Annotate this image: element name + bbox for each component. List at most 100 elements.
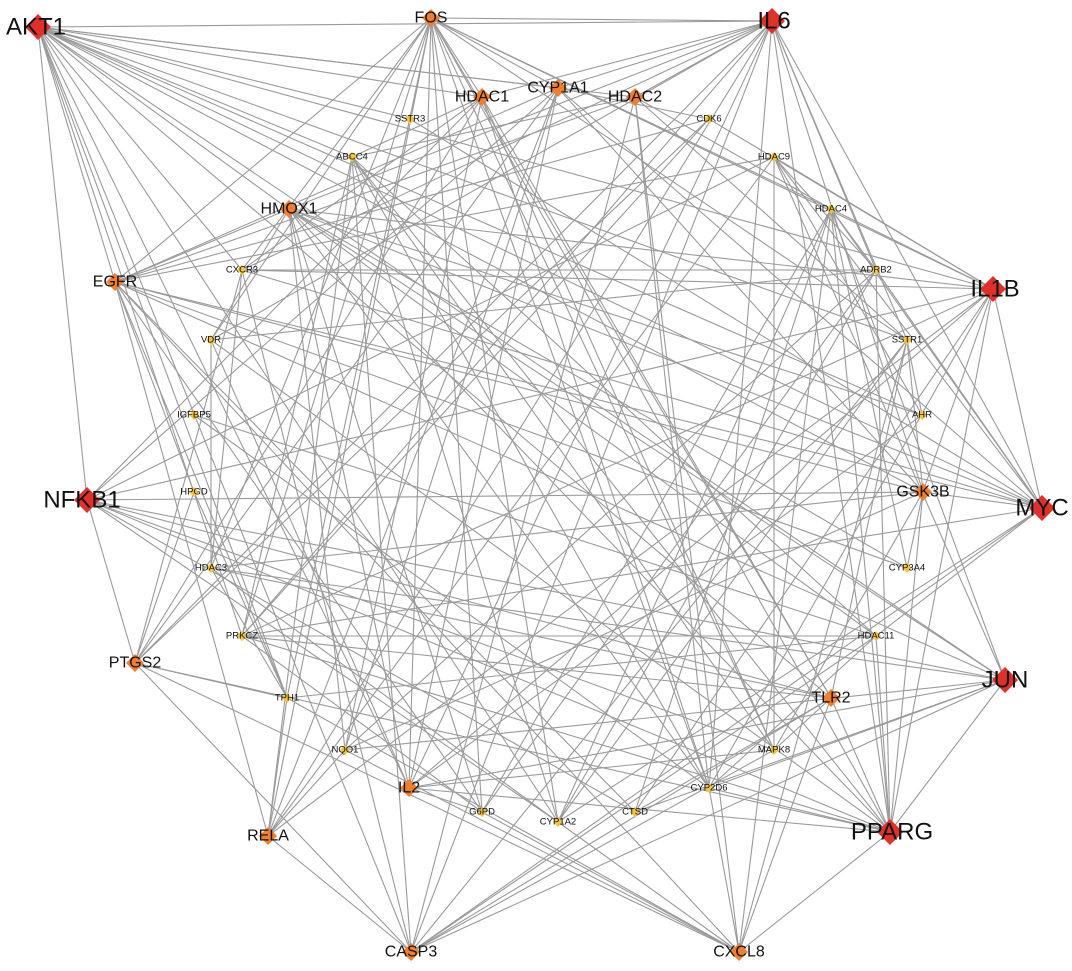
edge-sstr1-casp3 bbox=[410, 339, 908, 953]
edge-abcc4-cyp1a2 bbox=[351, 156, 559, 823]
edge-adrb2-nqo1 bbox=[344, 269, 877, 751]
node-gsk3b bbox=[914, 483, 932, 501]
edge-pparg-cxcl8 bbox=[738, 831, 891, 953]
edge-gsk3b-pparg bbox=[889, 491, 924, 833]
node-label-igfbp5: IGFBP5 bbox=[177, 410, 211, 421]
edge-egfr-myc bbox=[114, 281, 1043, 509]
node-layer bbox=[25, 8, 1055, 961]
node-hdac1 bbox=[473, 88, 491, 106]
edge-cxcr3-ptgs2 bbox=[134, 269, 243, 664]
node-cyp1a1 bbox=[549, 79, 567, 97]
node-label-hdac1: HDAC1 bbox=[455, 89, 509, 106]
edge-cyp1a1-nqo1 bbox=[344, 87, 559, 751]
node-label-ahr: AHR bbox=[912, 410, 932, 421]
edge-egfr-cyp3a4 bbox=[114, 281, 908, 569]
edge-jun-nqo1 bbox=[344, 679, 1006, 751]
edge-gsk3b-mapk8 bbox=[773, 491, 924, 751]
node-label-cyp2d6: CYP2D6 bbox=[691, 783, 728, 794]
edge-hdac1-cxcr3 bbox=[241, 96, 483, 271]
edge-akt1-ahr bbox=[37, 26, 923, 416]
edge-hdac4-cyp3a4 bbox=[830, 208, 908, 569]
edge-fos-cyp1a2 bbox=[430, 17, 559, 823]
edge-jun-casp3 bbox=[410, 679, 1006, 953]
node-fos bbox=[422, 9, 440, 27]
node-label-egfr: EGFR bbox=[93, 274, 137, 291]
node-prkcz bbox=[237, 631, 247, 641]
edge-hmox1-cyp2d6 bbox=[288, 208, 710, 789]
edge-nfkb1-ctsd bbox=[86, 499, 636, 813]
node-g6pd bbox=[477, 807, 487, 817]
node-label-jun: JUN bbox=[982, 667, 1029, 694]
edge-prkcz-pparg bbox=[241, 635, 891, 833]
edge-hdac3-jun bbox=[210, 567, 1006, 681]
node-il1b bbox=[980, 276, 1006, 302]
node-label-g6pd: G6PD bbox=[469, 807, 495, 818]
node-hdac9 bbox=[769, 152, 779, 162]
node-label-hdac4: HDAC4 bbox=[815, 204, 847, 215]
edge-abcc4-prkcz bbox=[241, 156, 353, 637]
node-igfbp5 bbox=[189, 410, 199, 420]
edge-nfkb1-pparg bbox=[86, 499, 891, 833]
edge-il1b-nfkb1 bbox=[86, 288, 994, 501]
edge-il6-cyp1a1 bbox=[557, 20, 773, 89]
edge-myc-prkcz bbox=[241, 507, 1043, 637]
edge-cyp1a1-rela bbox=[267, 87, 559, 837]
node-label-hmox1: HMOX1 bbox=[261, 201, 318, 218]
edge-akt1-abcc4 bbox=[37, 26, 353, 158]
edge-akt1-gsk3b bbox=[37, 26, 924, 493]
edge-hpgd-ptgs2 bbox=[134, 491, 195, 664]
edge-nfkb1-gsk3b bbox=[86, 491, 924, 501]
node-label-cyp1a1: CYP1A1 bbox=[527, 80, 588, 97]
edge-hmox1-ahr bbox=[288, 208, 923, 416]
node-label-cxcl8: CXCL8 bbox=[713, 944, 765, 961]
edge-hdac1-abcc4 bbox=[351, 96, 483, 158]
node-label-nqo1: NQO1 bbox=[332, 745, 359, 756]
node-casp3 bbox=[402, 943, 420, 961]
edge-g6pd-cxcl8 bbox=[481, 811, 740, 953]
edge-mapk8-casp3 bbox=[410, 749, 775, 953]
node-ptgs2 bbox=[126, 654, 144, 672]
edge-nqo1-rela bbox=[267, 749, 346, 837]
node-cdk6 bbox=[704, 114, 714, 124]
edge-il6-pparg bbox=[771, 20, 891, 833]
edge-fos-cyp1a1 bbox=[430, 17, 559, 89]
node-label-cxcr3: CXCR3 bbox=[226, 265, 258, 276]
edge-il2-g6pd bbox=[408, 787, 483, 813]
edge-egfr-gsk3b bbox=[114, 281, 924, 493]
edge-akt1-il6 bbox=[37, 20, 773, 28]
node-akt1 bbox=[25, 14, 51, 40]
node-vdr bbox=[206, 335, 216, 345]
edge-hmox1-egfr bbox=[114, 208, 290, 283]
edge-hdac1-tlr2 bbox=[481, 96, 832, 699]
edge-abcc4-cyp2d6 bbox=[351, 156, 710, 789]
edge-egfr-ctsd bbox=[114, 281, 636, 813]
node-adrb2 bbox=[871, 265, 881, 275]
node-label-cyp1a2: CYP1A2 bbox=[540, 817, 576, 828]
edge-fos-il6 bbox=[430, 17, 773, 22]
edge-hmox1-myc bbox=[288, 208, 1043, 509]
node-label-cyp3a4: CYP3A4 bbox=[889, 563, 925, 574]
node-il2 bbox=[400, 779, 418, 797]
edge-egfr-g6pd bbox=[114, 281, 483, 813]
edge-il1b-gsk3b bbox=[922, 288, 994, 493]
edge-hdac3-cyp1a2 bbox=[210, 567, 559, 823]
node-hpgd bbox=[189, 487, 199, 497]
edge-mapk8-il2 bbox=[408, 749, 775, 789]
edge-adrb2-pparg bbox=[875, 269, 891, 833]
edge-tph1-rela bbox=[267, 697, 288, 837]
edge-cxcr3-casp3 bbox=[241, 269, 412, 953]
node-label-mapk8: MAPK8 bbox=[758, 745, 790, 756]
edge-hdac9-egfr bbox=[114, 156, 775, 283]
node-nqo1 bbox=[340, 745, 350, 755]
edge-akt1-egfr bbox=[37, 26, 116, 283]
edge-egfr-jun bbox=[114, 281, 1006, 681]
node-label-nfkb1: NFKB1 bbox=[43, 487, 120, 514]
edge-cxcr3-il1b bbox=[241, 269, 994, 290]
node-sstr1 bbox=[902, 335, 912, 345]
edge-hdac1-mapk8 bbox=[481, 96, 775, 751]
edge-egfr-cxcl8 bbox=[114, 281, 740, 953]
edge-hdac9-adrb2 bbox=[773, 156, 877, 271]
